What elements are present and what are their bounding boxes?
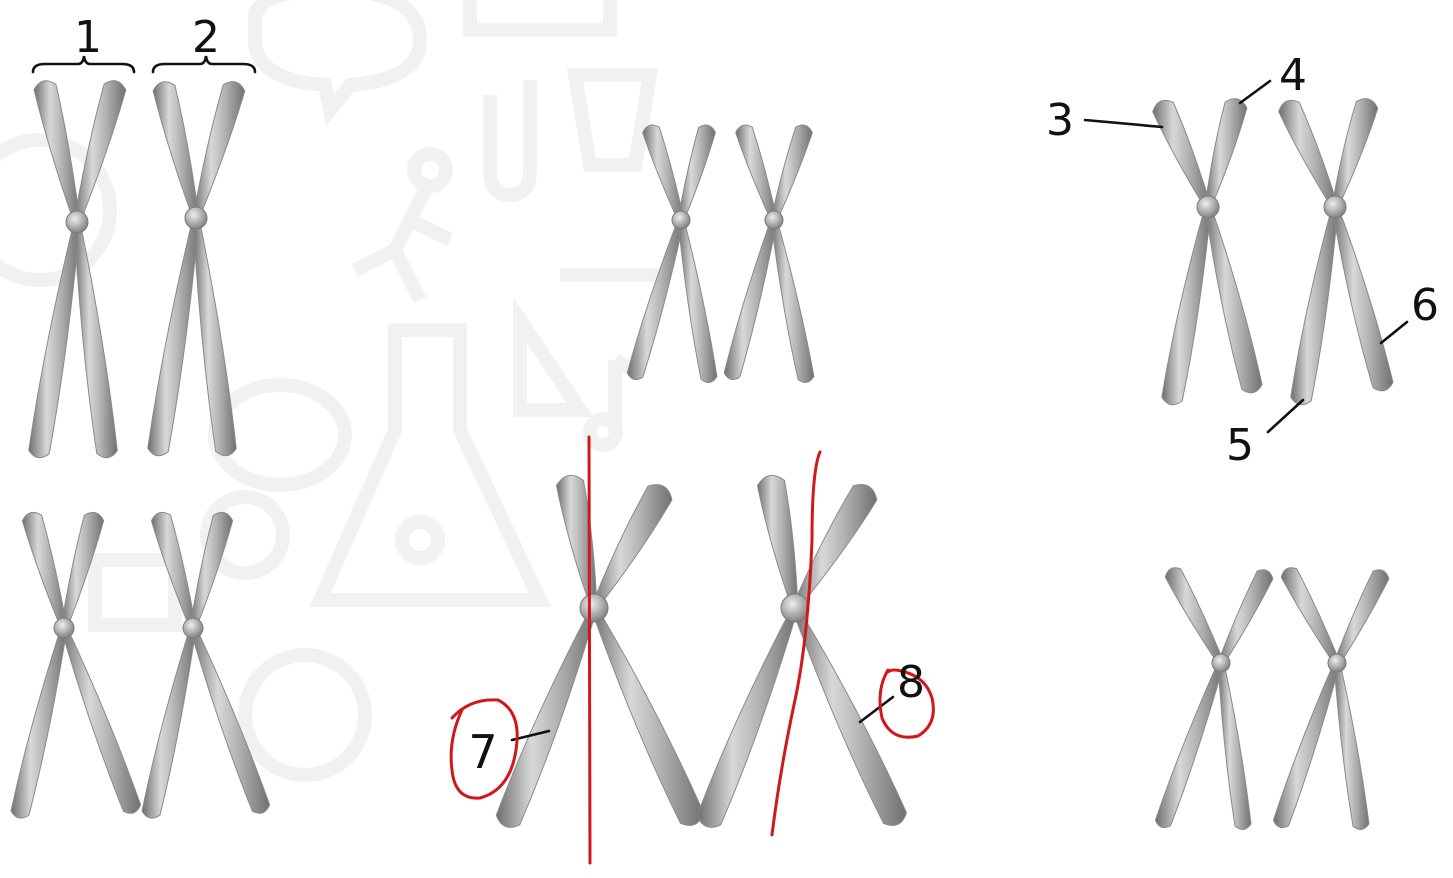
chromatid-arm-bottom-right xyxy=(193,218,236,456)
paperclip-icon xyxy=(490,80,530,195)
chromatid-arm-bottom-right xyxy=(61,627,140,813)
label-8: 8 xyxy=(897,657,925,708)
chromatid-arm-bottom-right xyxy=(1334,663,1369,830)
chromatid-arm-top-right xyxy=(792,485,876,610)
chromatid-arm-top-right xyxy=(591,485,672,610)
flask-icon xyxy=(320,330,540,600)
chromatid-arm-bottom-right xyxy=(1332,206,1393,391)
chromosome xyxy=(148,82,245,456)
chromosome xyxy=(724,125,814,382)
pointer-line-3 xyxy=(1085,120,1162,127)
chromatid-arm-bottom-left xyxy=(1273,662,1339,828)
label-7: 7 xyxy=(468,725,497,779)
chromatid-arm-bottom-right xyxy=(1218,663,1251,830)
chromatid-arm-top-right xyxy=(1205,99,1247,208)
envelope-icon xyxy=(470,0,610,30)
chromatid-arm-top-left xyxy=(1279,100,1338,208)
chromatid-arm-bottom-left xyxy=(697,607,798,827)
centromere xyxy=(1324,196,1346,218)
label-4: 4 xyxy=(1279,50,1307,101)
centromere xyxy=(183,618,203,638)
chromatid-arm-top-right xyxy=(771,125,812,221)
chromatid-arm-top-left xyxy=(1153,100,1211,208)
centromere xyxy=(1212,654,1230,672)
chromatid-arm-bottom-left xyxy=(724,219,777,379)
pointer-line-8 xyxy=(860,697,893,722)
chromatid-arm-bottom-right xyxy=(678,219,717,382)
chromatid-arm-bottom-right xyxy=(190,627,269,813)
centromere xyxy=(54,618,74,638)
centromere xyxy=(580,594,608,622)
chromatid-arm-top-right xyxy=(1218,570,1273,665)
chromatid-arm-top-left xyxy=(1281,568,1339,665)
pointer-line-5 xyxy=(1268,400,1303,432)
centromere xyxy=(66,211,88,233)
microscope-icon xyxy=(560,75,660,275)
chromatid-arm-top-left xyxy=(556,475,596,608)
laptop-icon xyxy=(95,560,175,625)
running-person-icon xyxy=(355,154,450,300)
chat-bubble-icon xyxy=(255,0,420,110)
chromatid-arm-bottom-left xyxy=(148,218,199,456)
chromatid-arm-top-right xyxy=(678,125,715,221)
chromosome xyxy=(1155,568,1272,830)
chromatid-arm-top-left xyxy=(153,82,199,219)
chromatid-arm-bottom-left xyxy=(1162,206,1211,404)
chromosome xyxy=(1279,99,1393,405)
red-vertical-line-left xyxy=(589,437,590,863)
pointer-line-4 xyxy=(1240,81,1270,103)
centromere xyxy=(765,211,783,229)
label-1: 1 xyxy=(74,12,102,63)
chromatid-arm-bottom-left xyxy=(1155,662,1223,828)
label-3: 3 xyxy=(1046,95,1074,146)
centromere xyxy=(1328,654,1346,672)
chromatid-arm-top-right xyxy=(193,82,245,219)
chromatid-arm-bottom-left xyxy=(29,222,80,458)
pointer-line-6 xyxy=(1381,322,1407,343)
centromere xyxy=(781,594,809,622)
triangle-ruler-icon xyxy=(520,320,580,410)
chromatid-arm-bottom-left xyxy=(1291,206,1338,404)
chromatid-arm-top-left xyxy=(1165,568,1223,665)
chromatid-arm-top-right xyxy=(1334,570,1389,665)
chromatid-arm-top-left xyxy=(22,512,66,628)
chromatid-arm-bottom-right xyxy=(1205,206,1262,393)
centromere xyxy=(672,211,690,229)
chromatid-arm-bottom-left xyxy=(11,627,67,818)
chromosome xyxy=(496,475,703,827)
chromatid-arm-top-right xyxy=(1332,99,1378,208)
chromatid-arm-bottom-left xyxy=(627,219,684,379)
label-6: 6 xyxy=(1411,280,1439,331)
centromere xyxy=(1197,196,1219,218)
chromatid-arm-bottom-right xyxy=(771,219,814,382)
chromatid-arm-bottom-left xyxy=(142,627,196,818)
centromere xyxy=(185,207,207,229)
chromatid-arm-bottom-right xyxy=(792,607,906,826)
chromatid-arm-top-left xyxy=(643,125,684,221)
chromatid-arm-bottom-left xyxy=(496,607,597,827)
chromosome xyxy=(1153,99,1262,405)
chromatid-arm-bottom-right xyxy=(591,607,703,826)
chromosome xyxy=(1273,568,1388,830)
label-5: 5 xyxy=(1226,420,1254,471)
label-2: 2 xyxy=(192,12,220,63)
chromatid-arm-top-left xyxy=(736,125,777,221)
chromatid-arm-top-left xyxy=(757,475,797,608)
